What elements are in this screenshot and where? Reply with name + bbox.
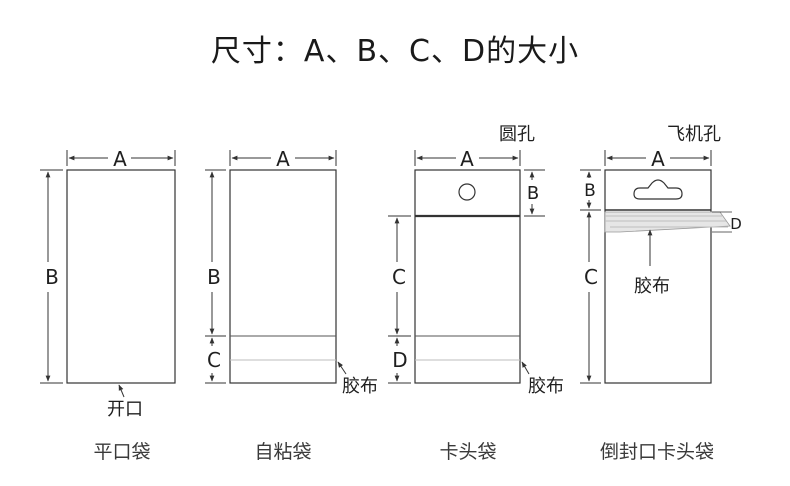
self-seal-bag-caption: 自粘袋: [254, 441, 312, 463]
round-hole-icon: [458, 183, 476, 201]
flat-bag-caption: 平口袋: [93, 441, 151, 463]
flat-bag: A B 开口: [40, 147, 176, 420]
reverse-seal-header-bag-body: [604, 169, 712, 384]
header-card-bag-tape-label: 胶布: [528, 376, 564, 397]
reverse-seal-header-bag-caption: 倒封口卡头袋: [599, 441, 714, 463]
self-seal-bag-c-label: C: [207, 348, 221, 372]
euro-hole-label: 飞机孔: [667, 124, 721, 145]
reverse-seal-header-bag-a-label: A: [651, 147, 665, 171]
self-seal-bag-body: [229, 169, 337, 384]
header-card-bag-caption: 卡头袋: [439, 441, 497, 463]
header-card-bag-b-label: B: [527, 183, 539, 204]
page-title: 尺寸：A、B、C、D的大小: [210, 34, 580, 69]
header-card-bag: 圆孔 A B C D 胶布: [388, 124, 564, 397]
reverse-seal-header-bag-c-label: C: [584, 265, 598, 289]
header-card-bag-c-label: C: [392, 265, 406, 289]
flat-bag-a-label: A: [113, 147, 127, 171]
reverse-seal-header-bag-tape-label: 胶布: [634, 276, 670, 297]
self-seal-bag-tape-pointer: [337, 361, 347, 375]
reverse-seal-header-bag-d-label: D: [730, 215, 742, 233]
header-card-bag-d-label: D: [392, 348, 407, 372]
flat-bag-opening-label: 开口: [107, 399, 143, 420]
header-card-bag-tape-pointer: [521, 361, 530, 375]
reverse-seal-header-bag-b-label: B: [584, 181, 596, 201]
flat-bag-opening-pointer: [118, 384, 125, 398]
self-seal-bag-b-label: B: [207, 265, 221, 289]
euro-hole-icon: [633, 179, 683, 200]
self-seal-bag: A B C 胶布: [205, 147, 378, 397]
self-seal-bag-tape-label: 胶布: [342, 376, 378, 397]
flat-bag-b-label: B: [45, 265, 59, 289]
round-hole-label: 圆孔: [499, 124, 535, 145]
self-seal-bag-a-label: A: [276, 147, 290, 171]
reverse-seal-header-bag: 飞机孔 A B C D 胶布: [580, 124, 742, 384]
header-card-bag-a-label: A: [460, 147, 474, 171]
flat-bag-body: [66, 169, 176, 384]
header-card-bag-body: [414, 169, 521, 384]
